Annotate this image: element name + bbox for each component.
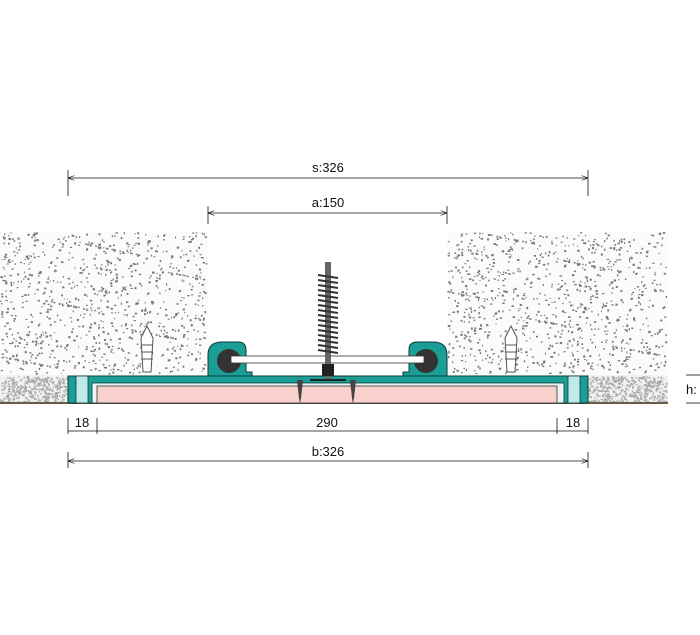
rubber-bulb-right: [414, 349, 438, 373]
edge-filler-right: [567, 375, 581, 404]
dim-s: s:326: [312, 160, 344, 175]
anchor-dowel-left: [140, 324, 154, 373]
anchor-dowel-right: [504, 324, 518, 373]
dim-middle: 290: [316, 415, 338, 430]
screed-layer-left: [0, 375, 68, 404]
dim-h: h:: [686, 382, 697, 397]
screed-layer-right: [588, 375, 668, 404]
dim-left-edge: 18: [75, 415, 89, 430]
dimension-lines: [67, 170, 700, 468]
threaded-bolt: [310, 262, 346, 381]
concrete-slab-left: [0, 232, 208, 375]
screw-right: [350, 380, 356, 404]
dim-b: b:326: [312, 444, 345, 459]
clamp-left: [207, 341, 253, 377]
dim-a: a:150: [312, 195, 345, 210]
screw-left: [297, 380, 303, 404]
clamp-right: [402, 341, 448, 377]
edge-filler-left: [75, 375, 89, 404]
concrete-slab-right: [447, 232, 668, 375]
pink-insert: [96, 385, 558, 404]
rubber-bulb-left: [217, 349, 241, 373]
dim-right-edge: 18: [566, 415, 580, 430]
